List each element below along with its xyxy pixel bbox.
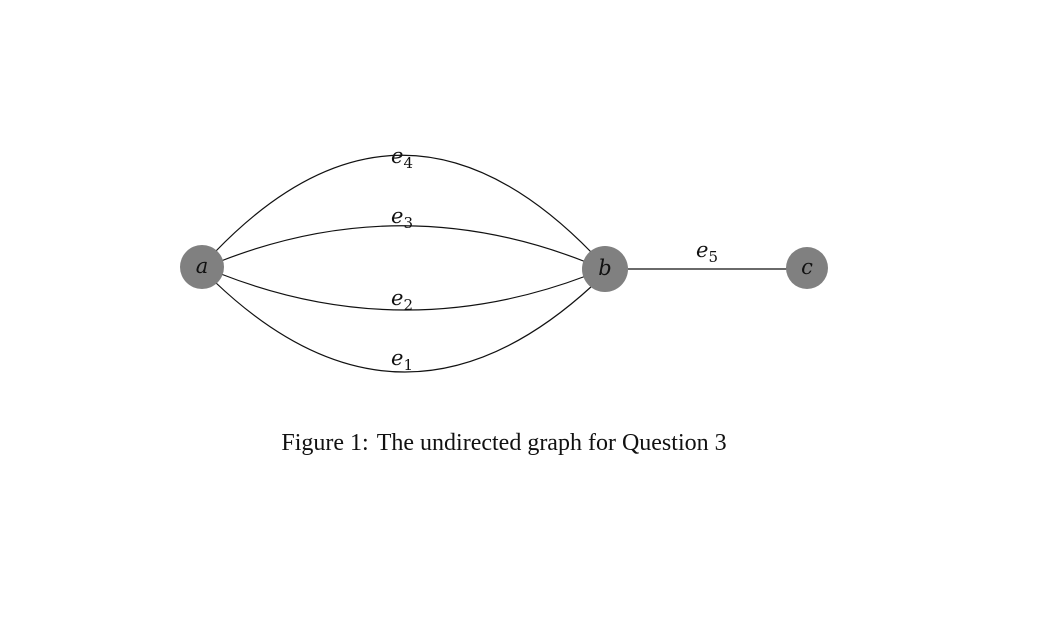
caption-text: The undirected graph for Question 3 bbox=[376, 430, 727, 456]
edge-label-letter: e bbox=[391, 204, 403, 228]
node-label-a: a bbox=[196, 254, 209, 278]
node-circle-a bbox=[180, 245, 224, 289]
edges-layer bbox=[214, 154, 787, 373]
edge-label-letter: e bbox=[391, 286, 403, 310]
edge-label-e4: e4 bbox=[391, 144, 413, 172]
edge-e4 bbox=[214, 154, 593, 254]
node-circle-b bbox=[582, 246, 628, 292]
figure-number: Figure 1: bbox=[281, 430, 369, 456]
edge-label-index: 4 bbox=[403, 154, 413, 172]
edge-label-e5: e5 bbox=[696, 238, 718, 266]
node-b: b bbox=[582, 246, 628, 292]
edge-label-index: 2 bbox=[403, 296, 413, 314]
node-c: c bbox=[786, 247, 828, 289]
node-a: a bbox=[180, 245, 224, 289]
edge-label-letter: e bbox=[391, 144, 403, 168]
node-circle-c bbox=[786, 247, 828, 289]
edge-label-e2: e2 bbox=[391, 286, 413, 314]
edge-e2 bbox=[220, 273, 587, 311]
edge-label-e3: e3 bbox=[391, 204, 413, 232]
edge-label-letter: e bbox=[391, 346, 403, 370]
figure-caption: Figure 1: The undirected graph for Questi… bbox=[0, 430, 1008, 457]
edge-label-letter: e bbox=[696, 238, 708, 262]
node-label-c: c bbox=[801, 255, 813, 279]
edge-e3 bbox=[220, 225, 587, 263]
node-label-b: b bbox=[598, 256, 611, 280]
edge-label-index: 5 bbox=[708, 248, 718, 266]
nodes-layer: a b c bbox=[180, 245, 828, 292]
edge-label-e1: e1 bbox=[391, 346, 413, 374]
edge-label-index: 3 bbox=[403, 214, 413, 232]
edge-label-index: 1 bbox=[403, 356, 413, 374]
edge-e1 bbox=[214, 281, 593, 373]
